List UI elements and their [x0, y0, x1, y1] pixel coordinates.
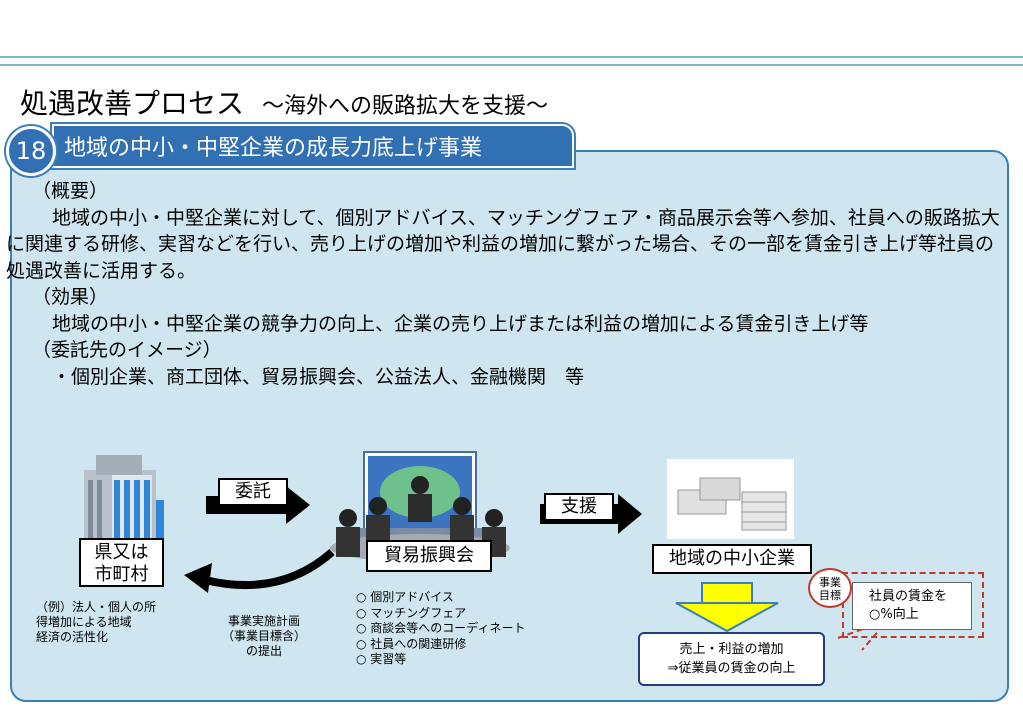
section-number-badge: 18	[6, 126, 56, 176]
support-label: 支援	[544, 493, 614, 521]
section-tab	[52, 124, 574, 168]
overview-heading: （概要）	[32, 180, 109, 202]
feedback-arrow	[184, 548, 335, 593]
page-title: 処遇改善プロセス ～海外への販路拡大を支援～	[20, 82, 548, 122]
header-rule-bottom	[0, 64, 1023, 66]
effect-text: 地域の中小・中堅企業の競争力の向上、企業の売り上げまたは利益の増加による賃金引き…	[52, 312, 869, 335]
activity-item: ○ 個別アドバイス	[356, 590, 454, 604]
goal-callout	[842, 572, 984, 638]
header-rule-top	[0, 56, 1023, 58]
title-main: 処遇改善プロセス	[20, 87, 245, 120]
section-title: 地域の中小・中堅企業の成長力底上げ事業	[64, 136, 483, 161]
result-arrow	[675, 582, 779, 633]
title-subtitle: ～海外への販路拡大を支援～	[262, 94, 549, 119]
prefecture-note: （例）法人・個人の所 得増加による地域 経済の活性化	[36, 600, 157, 644]
commission-label: 委託	[218, 478, 288, 506]
factory-icon	[667, 459, 794, 539]
overview-text: 地域の中小・中堅企業に対して、個別アドバイス、マッチングフェア・商品展示会等へ参…	[6, 206, 1000, 282]
activity-item: ○ マッチングフェア	[356, 605, 467, 620]
goal-text: 社員の賃金を ○%向上	[852, 582, 972, 630]
contractor-text: ・個別企業、商工団体、貿易振興会、公益法人、金融機関 等	[52, 365, 585, 388]
effect-heading: （効果）	[32, 286, 109, 308]
sme-label: 地域の中小企業	[652, 544, 812, 574]
activity-list: ○ 個別アドバイス ○ マッチングフェア ○ 商談会等へのコーディネート ○ 社…	[356, 590, 525, 668]
activity-item: ○ 実習等	[356, 652, 407, 666]
contractor-heading: （委託先のイメージ）	[32, 339, 222, 361]
activity-item: ○ 商談会等へのコーディネート	[356, 621, 526, 635]
trade-org-label: 貿易振興会	[366, 540, 492, 572]
description-text: （概要） 地域の中小・中堅企業に対して、個別アドバイス、マッチングフェア・商品展…	[6, 178, 1002, 390]
plan-submission-note: 事業実施計画 （事業目標含） の提出	[222, 614, 307, 658]
goal-badge: 事業 目標	[808, 568, 852, 608]
activity-item: ○ 社員への関連研修	[356, 636, 467, 651]
prefecture-label: 県又は 市町村	[79, 538, 164, 587]
result-box: 売上・利益の増加 ⇒従業員の賃金の向上	[638, 632, 825, 686]
